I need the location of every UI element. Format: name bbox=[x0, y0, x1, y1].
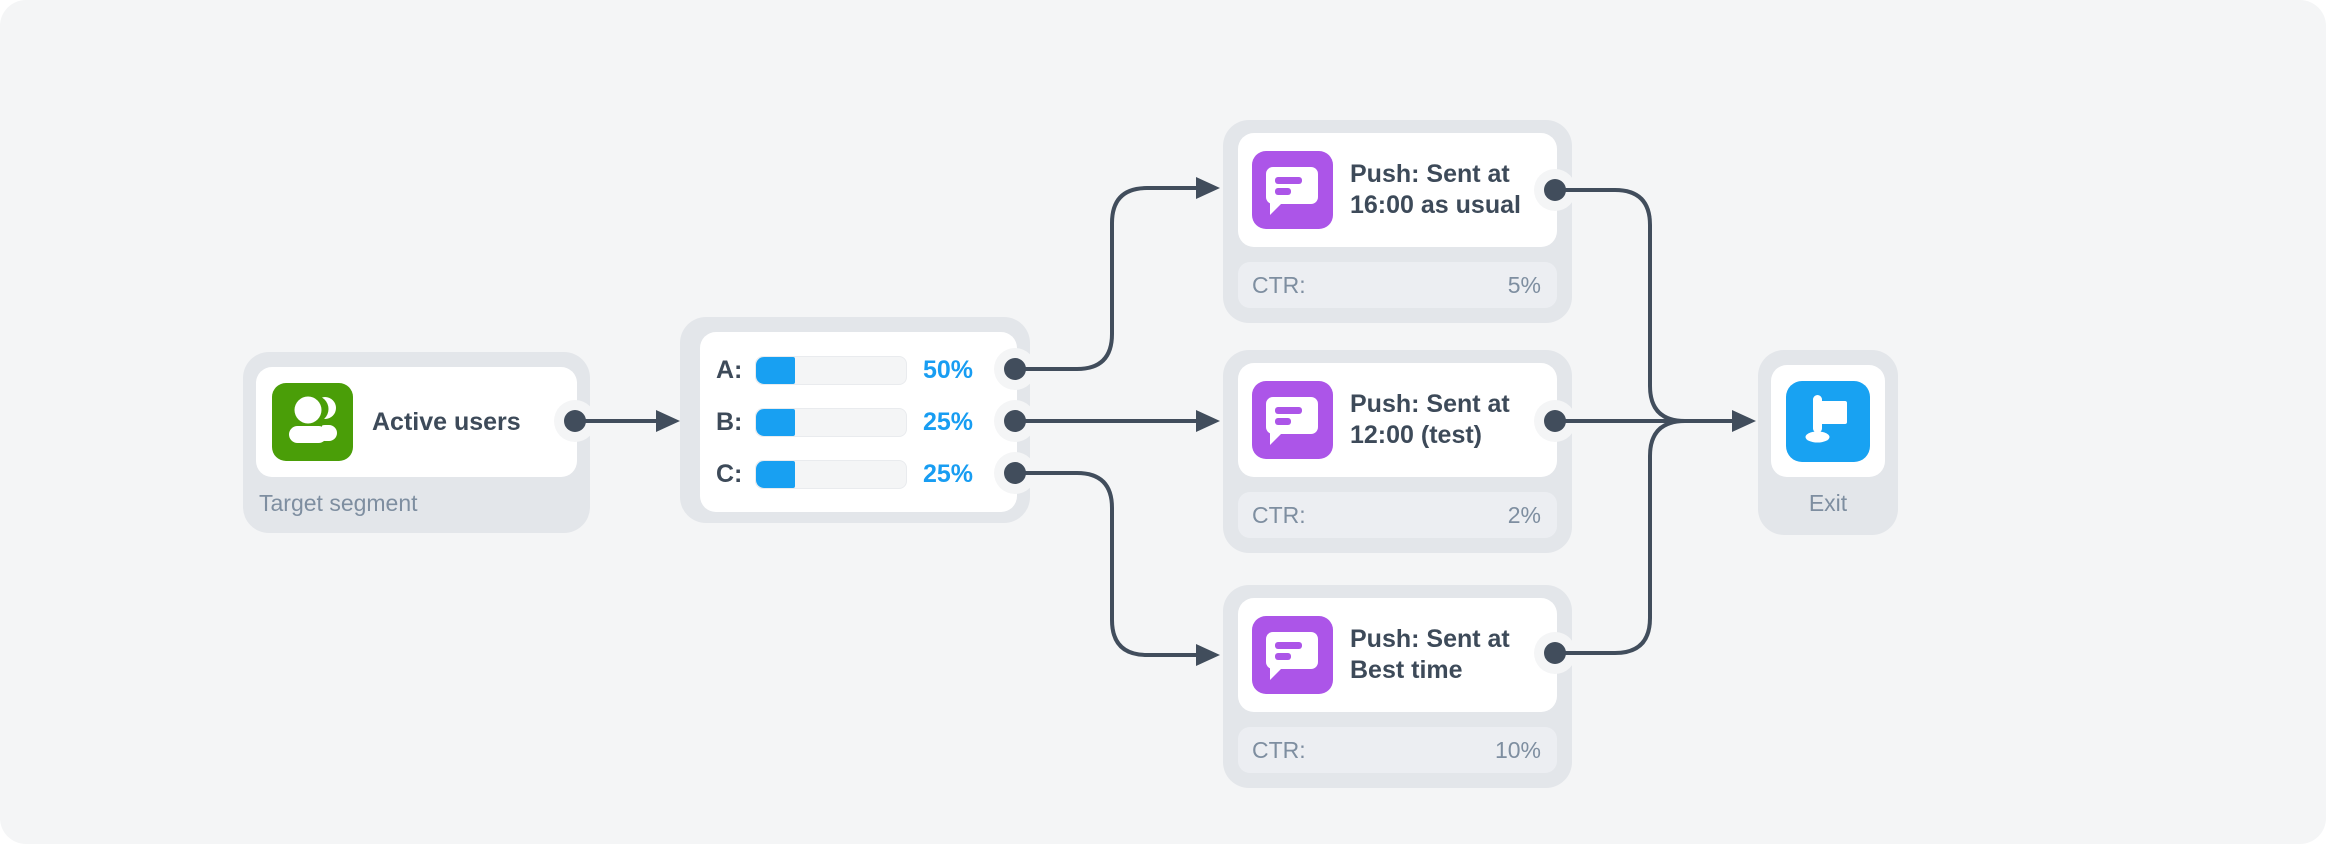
split-row-b: B: 25% bbox=[700, 405, 1017, 439]
flag-icon bbox=[1786, 380, 1870, 462]
split-bar-fill-a bbox=[756, 356, 795, 384]
arrowhead-push-2-in bbox=[1196, 410, 1220, 432]
users-icon bbox=[272, 383, 353, 461]
push-card: Push: Sent at 16:00 as usual bbox=[1238, 133, 1557, 247]
segment-title: Active users bbox=[372, 407, 521, 436]
exit-label: Exit bbox=[1808, 490, 1848, 516]
edge-push-1-to-exit bbox=[1553, 188, 1704, 423]
ctr-row: CTR: 2% bbox=[1238, 492, 1557, 538]
push-message-icon bbox=[1252, 616, 1333, 694]
push-title: Push: Sent at 16:00 as usual bbox=[1350, 160, 1521, 219]
split-value-a: 50% bbox=[922, 355, 973, 384]
split-bar-a bbox=[755, 355, 907, 385]
push-title: Push: Sent at Best time bbox=[1350, 625, 1510, 684]
ctr-value: 10% bbox=[1494, 736, 1541, 763]
exit-card bbox=[1771, 365, 1885, 477]
port-segment-output[interactable] bbox=[564, 410, 586, 432]
push-message-icon bbox=[1252, 151, 1333, 229]
port-push-3-output[interactable] bbox=[1544, 642, 1566, 664]
ctr-row: CTR: 5% bbox=[1238, 262, 1557, 308]
split-bar-c bbox=[755, 459, 907, 489]
node-target-segment[interactable]: Active users Target segment bbox=[243, 352, 590, 533]
split-value-b: 25% bbox=[922, 407, 973, 436]
push-message-icon bbox=[1252, 381, 1333, 459]
edge-split-c-to-push-3 bbox=[1013, 471, 1200, 657]
push-title: Push: Sent at 12:00 (test) bbox=[1350, 390, 1510, 449]
split-bar-fill-b bbox=[756, 408, 795, 436]
arrowhead-push-3-in bbox=[1196, 644, 1220, 666]
port-push-2-output[interactable] bbox=[1544, 410, 1566, 432]
port-push-1-output[interactable] bbox=[1544, 179, 1566, 201]
node-exit[interactable]: Exit bbox=[1758, 350, 1898, 535]
ctr-value: 2% bbox=[1507, 501, 1541, 528]
ctr-label: CTR: bbox=[1252, 501, 1306, 528]
port-split-a-output[interactable] bbox=[1004, 358, 1026, 380]
ctr-label: CTR: bbox=[1252, 736, 1306, 763]
push-card: Push: Sent at Best time bbox=[1238, 598, 1557, 712]
segment-subtitle: Target segment bbox=[259, 490, 418, 516]
push-card: Push: Sent at 12:00 (test) bbox=[1238, 363, 1557, 477]
split-card: A: 50% B: 25% C: 25% bbox=[700, 332, 1017, 512]
ctr-row: CTR: 10% bbox=[1238, 727, 1557, 773]
node-push-best-time[interactable]: Push: Sent at Best time CTR: 10% bbox=[1223, 585, 1572, 788]
port-split-b-output[interactable] bbox=[1004, 410, 1026, 432]
split-label-b: B: bbox=[716, 407, 743, 436]
segment-card: Active users bbox=[256, 367, 577, 477]
split-label-c: C: bbox=[716, 459, 743, 488]
ctr-label: CTR: bbox=[1252, 271, 1306, 298]
edge-push-3-to-exit bbox=[1553, 419, 1704, 655]
split-row-a: A: 50% bbox=[700, 353, 1017, 387]
arrowhead-push-1-in bbox=[1196, 177, 1220, 199]
node-ab-split[interactable]: A: 50% B: 25% C: 25% bbox=[680, 317, 1030, 523]
node-push-16-00[interactable]: Push: Sent at 16:00 as usual CTR: 5% bbox=[1223, 120, 1572, 323]
edge-split-a-to-push-1 bbox=[1013, 186, 1200, 371]
node-push-12-00-test[interactable]: Push: Sent at 12:00 (test) CTR: 2% bbox=[1223, 350, 1572, 553]
split-bar-fill-c bbox=[756, 460, 795, 488]
arrowhead-split-in bbox=[656, 410, 680, 432]
arrowhead-exit-in bbox=[1732, 410, 1756, 432]
split-bar-b bbox=[755, 407, 907, 437]
port-split-c-output[interactable] bbox=[1004, 462, 1026, 484]
split-label-a: A: bbox=[716, 355, 743, 384]
split-value-c: 25% bbox=[922, 459, 973, 488]
ctr-value: 5% bbox=[1507, 271, 1541, 298]
split-row-c: C: 25% bbox=[700, 457, 1017, 491]
